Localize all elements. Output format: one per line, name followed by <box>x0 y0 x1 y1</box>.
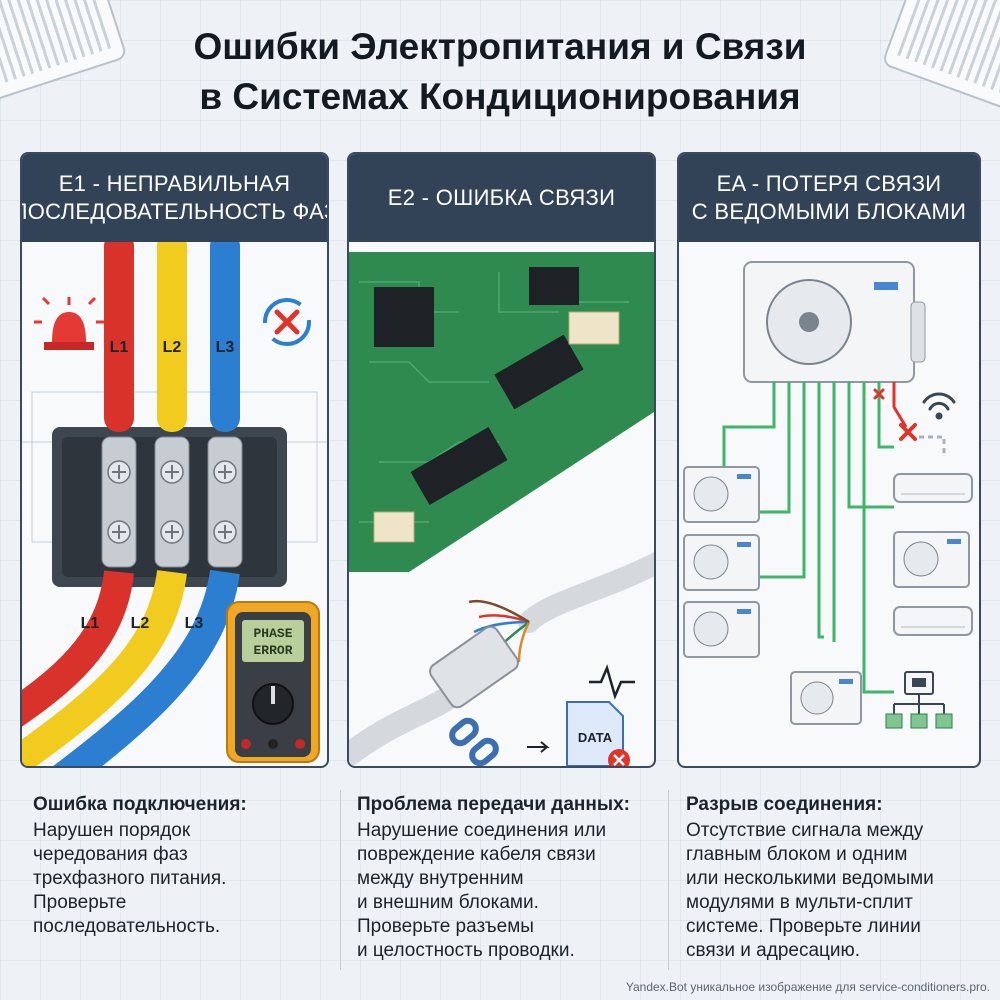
panel-ea-header-line2: с ведомыми блоками <box>691 199 967 224</box>
description-ea-heading: Разрыв соединения: <box>686 794 883 815</box>
description-e1-line: Проверьте <box>33 892 127 913</box>
description-ea-line: связи и адресацию. <box>686 940 861 961</box>
pcb-chip-1 <box>374 287 434 347</box>
wire-label-l2-bottom: L2 <box>131 615 150 632</box>
wire-label-l3-top: L3 <box>216 339 235 356</box>
panel-e1-header-line2: последовательность фаз <box>20 199 329 224</box>
description-e1-line: последовательность. <box>33 916 221 937</box>
wifi-icon <box>922 392 956 420</box>
wire-l2-top <box>157 242 187 432</box>
alarm-beacon-icon <box>34 296 104 350</box>
description-e1-line: Нарушен порядок <box>33 820 191 841</box>
slave-outdoor-unit-5 <box>893 531 970 588</box>
slave-outdoor-unit-3 <box>683 601 760 658</box>
page-title: Ошибки Электропитания и Связи в Системах… <box>100 22 900 122</box>
wire-label-l3-bottom: L3 <box>185 615 204 632</box>
description-ea-line: или несколькими ведомыми <box>686 868 934 889</box>
network-topology-icon <box>885 671 953 729</box>
description-ea-line: главным блоком и одним <box>686 844 908 865</box>
slave-outdoor-unit-1 <box>683 466 760 523</box>
description-e2-line: и внешним блоками. <box>357 892 539 913</box>
pcb-plug-2 <box>373 511 415 543</box>
wire-l1-top <box>104 242 134 432</box>
page-title-line2: в Системах Кондиционирования <box>199 76 801 117</box>
pcb-header-connector-1 <box>494 334 584 410</box>
description-e1-line: чередования фаз <box>33 844 188 865</box>
panel-e1-header: E1 - Неправильная последовательность фаз <box>22 154 327 242</box>
description-e1-line: трехфазного питания. <box>33 868 227 889</box>
rj45-connector <box>429 625 519 709</box>
panel-e1-header-line1: E1 - Неправильная <box>58 171 291 196</box>
wire-label-l1-top: L1 <box>110 339 129 356</box>
slave-outdoor-unit-2 <box>683 534 760 591</box>
broken-link-icon <box>449 717 499 766</box>
slave-outdoor-unit-4 <box>790 671 862 725</box>
wire-l2-bottom <box>22 569 187 766</box>
column-divider <box>340 790 341 970</box>
description-e2-line: Нарушение соединения или <box>357 820 607 841</box>
link-broken-icon <box>873 388 917 441</box>
description-ea-line: системе. Проверьте линии <box>686 916 921 937</box>
column-divider <box>668 790 669 970</box>
description-e2-line: повреждение кабеля связи <box>357 844 596 865</box>
phase-wiring-illustration: L1 L2 L3 L1 L2 L3 PHASE ERROR <box>22 242 327 766</box>
exposed-wires <box>468 600 531 663</box>
page-title-line1: Ошибки Электропитания и Связи <box>193 26 807 67</box>
multi-split-illustration <box>683 261 973 729</box>
description-e2-line: Проверьте разъемы <box>357 916 534 937</box>
pcb-chip-2 <box>529 267 579 305</box>
data-error-icon: DATA <box>566 701 630 766</box>
panel-ea-header-line1: EA - Потеря связи <box>716 171 942 196</box>
panel-e2-communication: E2 - Ошибка связи <box>347 152 656 768</box>
master-outdoor-unit <box>743 261 926 383</box>
description-e1: Ошибка подключения: Нарушен порядок чере… <box>33 793 333 939</box>
slave-indoor-unit-2 <box>893 606 973 636</box>
wire-label-l2-top: L2 <box>163 339 182 356</box>
panel-ea-slave-link-loss: EA - Потеря связи с ведомыми блоками <box>677 152 981 768</box>
description-ea: Разрыв соединения: Отсутствие сигнала ме… <box>686 793 986 963</box>
wire-l3-top <box>210 242 240 432</box>
panel-ea-header: EA - Потеря связи с ведомыми блоками <box>679 154 979 242</box>
panel-e2-header: E2 - Ошибка связи <box>349 154 654 242</box>
description-e2-line: между внутренним <box>357 868 524 889</box>
slave-indoor-unit-1 <box>893 473 973 503</box>
description-e2: Проблема передачи данных: Нарушение соед… <box>357 793 657 963</box>
multimeter-display-line1: PHASE <box>253 626 292 641</box>
description-ea-line: модулями в мульти-сплит <box>686 892 913 913</box>
multimeter: PHASE ERROR <box>226 601 320 763</box>
communication-illustration: DATA <box>349 252 654 766</box>
description-e1-heading: Ошибка подключения: <box>33 794 247 815</box>
arrow-right-icon <box>527 741 550 753</box>
phase-swap-error-icon <box>263 298 311 346</box>
communication-lines <box>722 382 894 694</box>
data-doc-label: DATA <box>578 730 613 745</box>
panel-e1-phase-sequence: E1 - Неправильная последовательность фаз <box>20 152 329 768</box>
wire-label-l1-bottom: L1 <box>81 615 100 632</box>
wire-l1-bottom <box>22 570 134 727</box>
ethernet-cable <box>349 687 457 766</box>
description-e2-line: и целостность проводки. <box>357 940 575 961</box>
footer-watermark: Yandex.Bot уникальное изображение для se… <box>625 980 990 994</box>
pulse-icon <box>589 664 635 700</box>
pcb-header-connector-2 <box>410 427 508 505</box>
multimeter-display-line2: ERROR <box>253 643 292 658</box>
pcb-plug-1 <box>568 311 620 345</box>
panel-e2-header-line1: E2 - Ошибка связи <box>387 185 616 210</box>
damaged-cable <box>518 552 654 633</box>
wire-l3-bottom <box>53 569 240 766</box>
description-ea-line: Отсутствие сигнала между <box>686 820 924 841</box>
description-e2-heading: Проблема передачи данных: <box>357 794 630 815</box>
